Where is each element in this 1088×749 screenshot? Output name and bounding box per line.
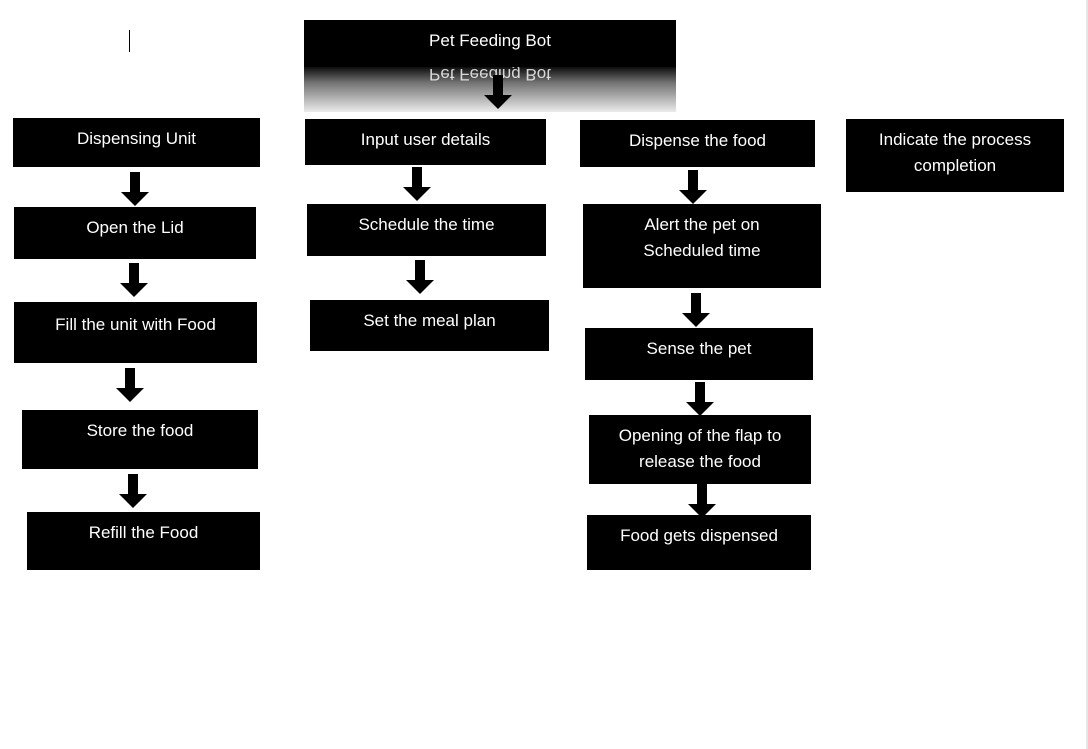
text-cursor (129, 30, 130, 52)
step-fill-unit: Fill the unit with Food (14, 302, 257, 363)
arrow-down-icon (116, 368, 144, 402)
step-schedule-time: Schedule the time (307, 204, 546, 256)
arrow-down-icon (484, 75, 512, 109)
step-store-food: Store the food (22, 410, 258, 469)
arrow-down-icon (120, 263, 148, 297)
arrow-down-icon (403, 167, 431, 201)
step-food-dispensed: Food gets dispensed (587, 515, 811, 570)
arrow-down-icon (121, 172, 149, 206)
step-open-flap: Opening of the flap to release the food (589, 415, 811, 484)
step-alert-pet: Alert the pet on Scheduled time (583, 204, 821, 288)
arrow-down-icon (686, 382, 714, 416)
arrow-down-icon (682, 293, 710, 327)
page-edge (1086, 0, 1088, 749)
title-box: Pet Feeding Bot (304, 20, 676, 67)
arrow-down-icon (406, 260, 434, 294)
step-open-lid: Open the Lid (14, 207, 256, 259)
title-reflection: Pet Feeding Bot (304, 67, 676, 112)
completion-box: Indicate the process completion (846, 119, 1064, 192)
dispensing-unit-header: Dispensing Unit (13, 118, 260, 167)
step-sense-pet: Sense the pet (585, 328, 813, 380)
arrow-down-icon (119, 474, 147, 508)
step-meal-plan: Set the meal plan (310, 300, 549, 351)
arrow-down-icon (679, 170, 707, 204)
step-refill-food: Refill the Food (27, 512, 260, 570)
dispense-food-header: Dispense the food (580, 120, 815, 167)
arrow-down-icon (688, 484, 716, 518)
input-user-details-header: Input user details (305, 119, 546, 165)
